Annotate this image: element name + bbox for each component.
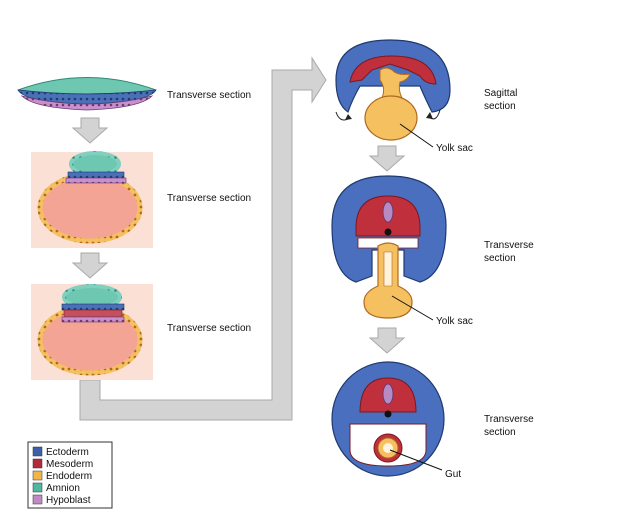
legend-swatch-amnion — [32, 482, 43, 493]
down-arrow-3 — [368, 145, 406, 172]
label-step-1: Transverse section — [167, 90, 251, 101]
legend-swatch-endoderm — [32, 470, 43, 481]
leader-yolk-sac-1 — [399, 123, 434, 148]
legend-swatch-hypoblast — [32, 494, 43, 505]
label-transverse-b-2: section — [484, 427, 516, 438]
label-transverse-b-1: Transverse — [484, 414, 534, 425]
label-step-2: Transverse section — [167, 193, 251, 204]
label-transverse-a-1: Transverse — [484, 240, 534, 251]
embryo-sagittal — [335, 39, 451, 141]
legend-label-ectoderm: Ectoderm — [46, 447, 89, 458]
legend-label-amnion: Amnion — [46, 483, 80, 494]
label-sagittal-1: Sagittal — [484, 88, 517, 99]
label-transverse-a-2: section — [484, 253, 516, 264]
legend-swatch-mesoderm — [32, 458, 43, 469]
flow-arrow-long — [79, 56, 327, 421]
label-sagittal-2: section — [484, 101, 516, 112]
leader-gut — [389, 449, 443, 471]
down-arrow-2 — [71, 252, 109, 279]
embryo-transverse-a — [331, 175, 447, 319]
legend-label-endoderm: Endoderm — [46, 471, 92, 482]
bilaminar-disc — [17, 77, 157, 111]
label-gut: Gut — [445, 469, 461, 480]
legend-label-mesoderm: Mesoderm — [46, 459, 93, 470]
embryo-transverse-b — [331, 361, 445, 477]
label-yolk-sac-1: Yolk sac — [436, 143, 473, 154]
label-yolk-sac-2: Yolk sac — [436, 316, 473, 327]
label-step-3: Transverse section — [167, 323, 251, 334]
leader-yolk-sac-2 — [391, 295, 434, 321]
legend-swatch-ectoderm — [32, 446, 43, 457]
embryo-step-2 — [37, 151, 143, 244]
legend-label-hypoblast: Hypoblast — [46, 495, 91, 506]
embryo-step-3 — [37, 284, 143, 376]
down-arrow-4 — [368, 327, 406, 354]
down-arrow-1 — [71, 117, 109, 144]
